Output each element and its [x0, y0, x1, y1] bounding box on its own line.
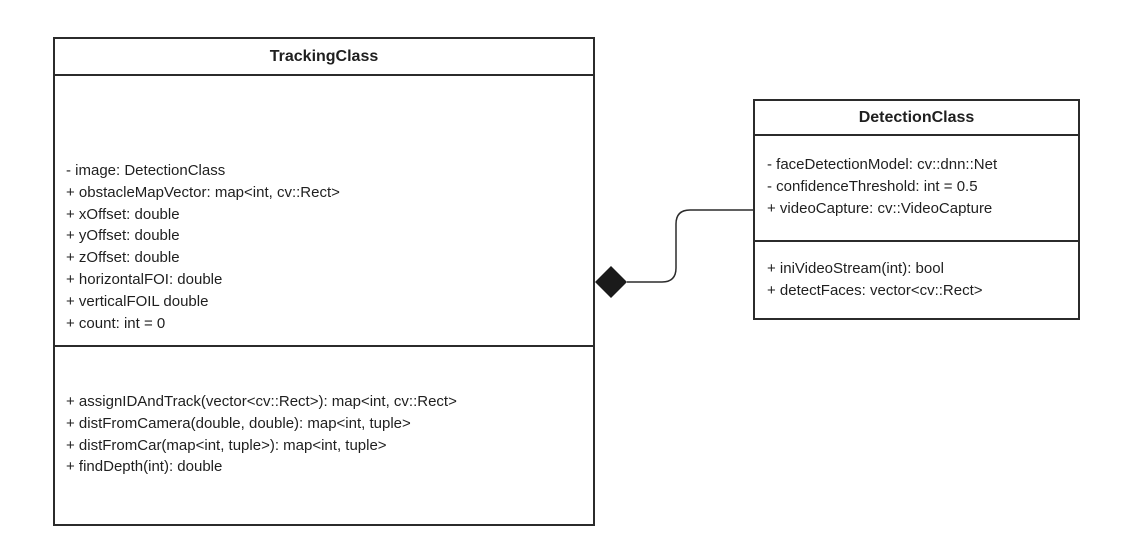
attribute-line: + obstacleMapVector: map<int, cv::Rect> [66, 183, 340, 201]
operation-line: + assignIDAndTrack(vector<cv::Rect>): ma… [66, 393, 457, 410]
attribute-line: + videoCapture: cv::VideoCapture [767, 199, 993, 217]
attribute-line: + xOffset: double [66, 205, 180, 223]
attribute-line: + yOffset: double [66, 227, 180, 245]
tracking-class-name: TrackingClass [55, 39, 593, 76]
operation-line: + findDepth(int): double [66, 458, 223, 476]
attribute-line: - confidenceThreshold: int = 0.5 [767, 177, 978, 195]
attribute-line: + horizontalFOI: double [66, 270, 223, 288]
operation-line: + detectFaces: vector<cv::Rect> [767, 281, 983, 299]
detection-class-attributes: - faceDetectionModel: cv::dnn::Net- conf… [755, 136, 1078, 242]
attribute-line: - image: DetectionClass [66, 162, 226, 179]
tracking-class-box[interactable]: TrackingClass - image: DetectionClass + o… [53, 37, 595, 526]
composition-diamond [595, 266, 627, 298]
operation-line: + distFromCamera(double, double): map<in… [66, 414, 411, 432]
attribute-line: + zOffset: double [66, 249, 180, 267]
detection-class-operations: + iniVideoStream(int): bool + detectFaces… [755, 242, 1078, 302]
attribute-line: + count: int = 0 [66, 314, 166, 332]
attribute-line: + verticalFOIL double [66, 292, 209, 310]
detection-class-box[interactable]: DetectionClass - faceDetectionModel: cv:… [753, 99, 1080, 320]
attribute-line: - faceDetectionModel: cv::dnn::Net [767, 156, 998, 173]
tracking-class-attributes: - image: DetectionClass + obstacleMapVect… [55, 76, 593, 347]
operation-line: + distFromCar(map<int, tuple>): map<int,… [66, 436, 387, 454]
composition-line [627, 209, 753, 283]
detection-class-name: DetectionClass [755, 101, 1078, 136]
tracking-class-operations: + assignIDAndTrack(vector<cv::Rect>): ma… [55, 347, 593, 478]
operation-line: + iniVideoStream(int): bool [767, 260, 944, 277]
